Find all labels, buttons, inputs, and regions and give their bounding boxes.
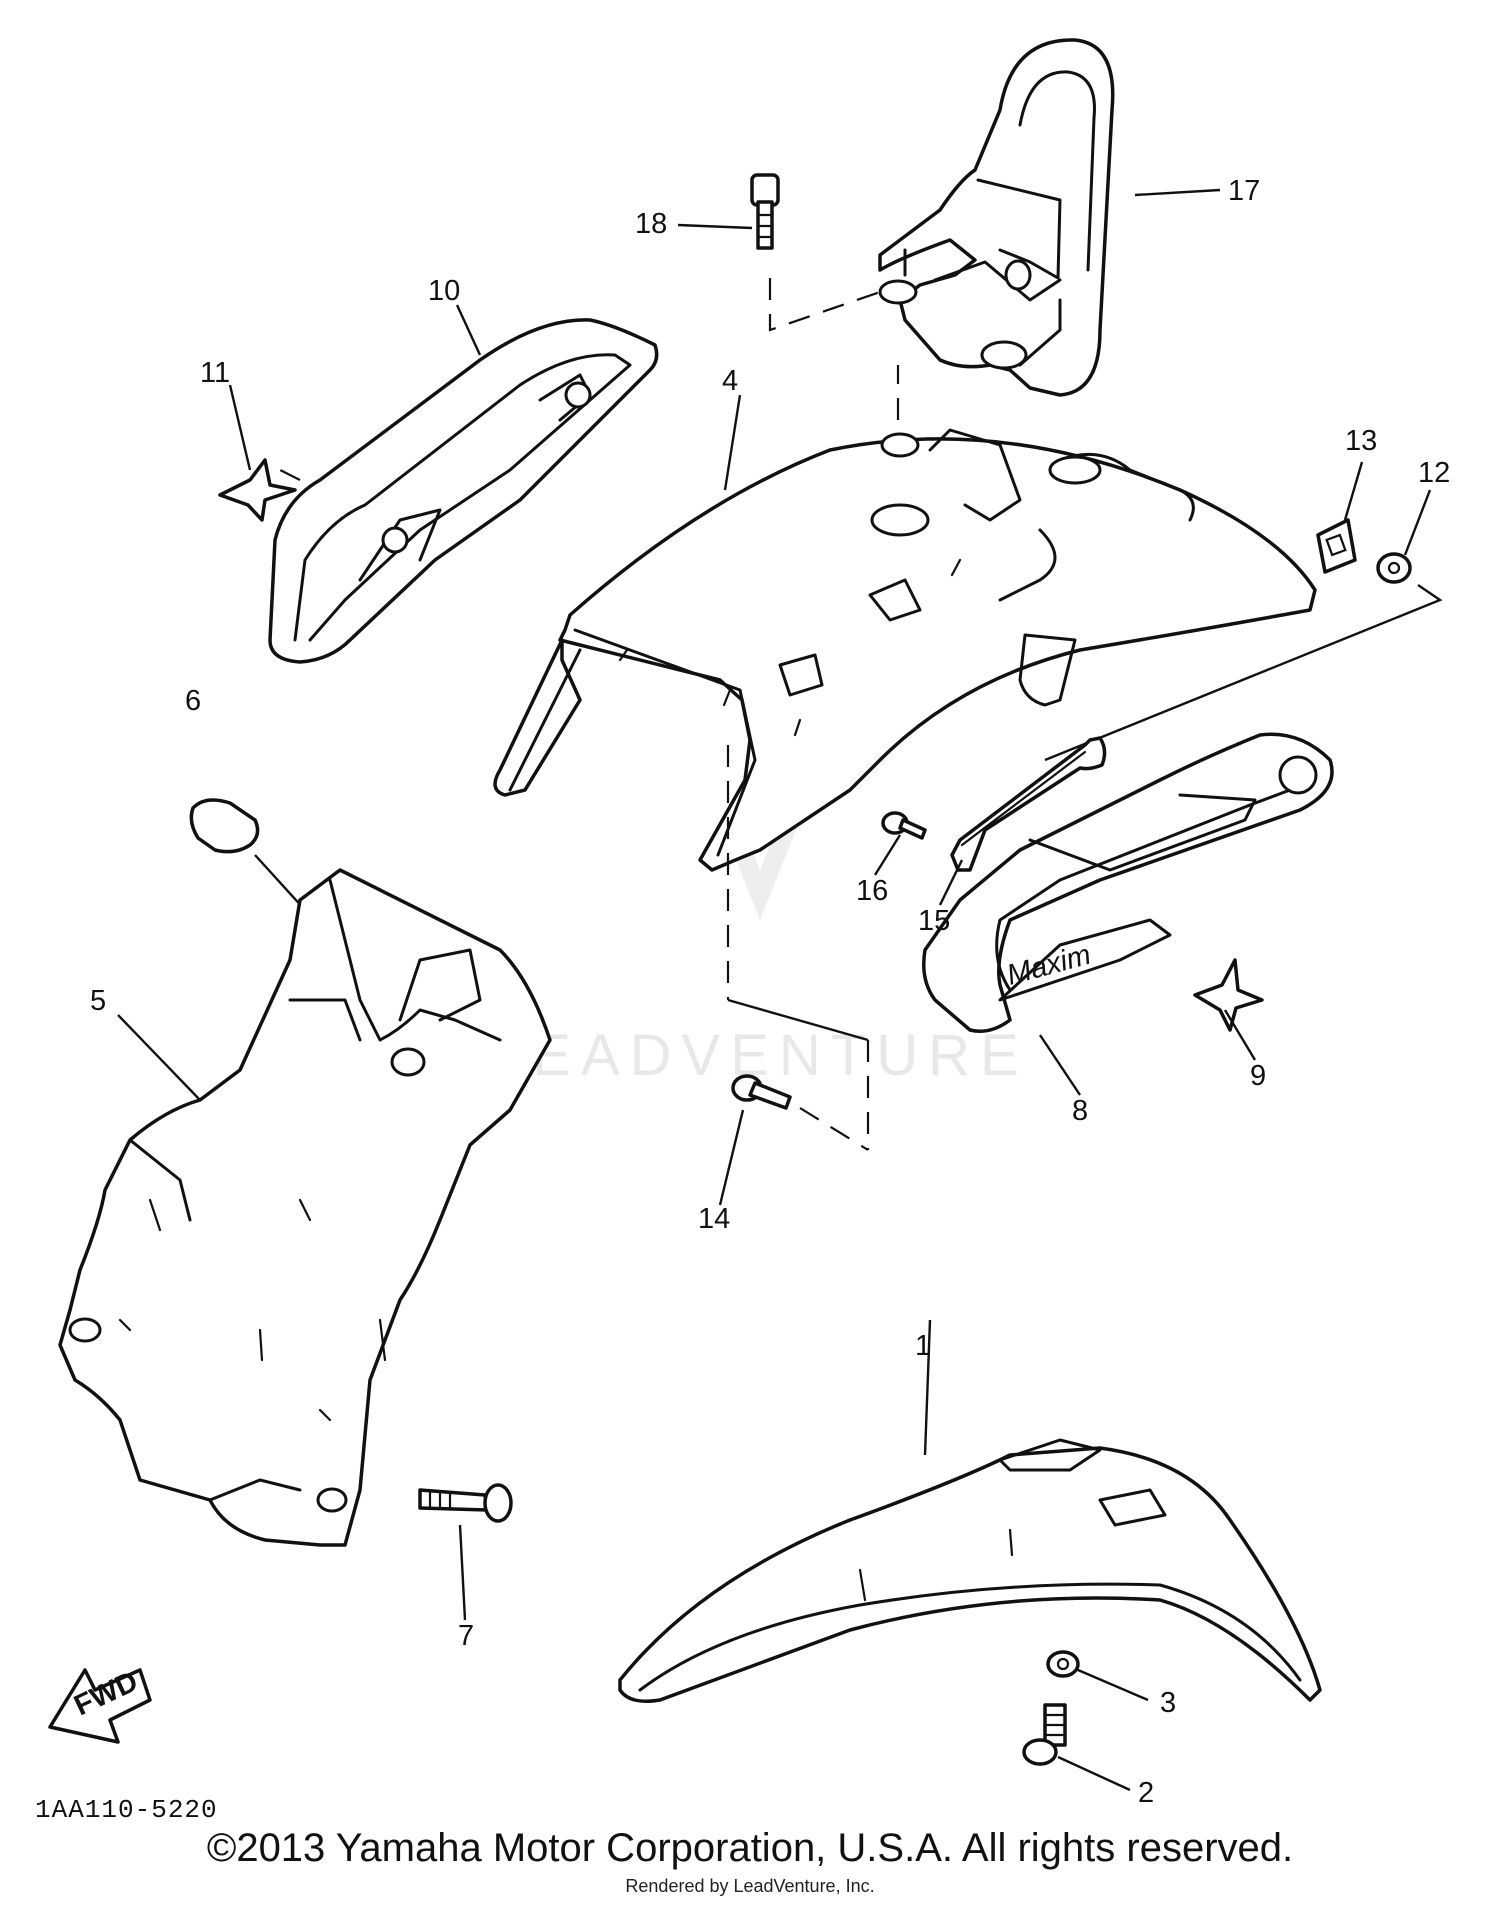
callout-8: 8 bbox=[1072, 1095, 1088, 1127]
part-17-grab-bar bbox=[878, 38, 1115, 397]
callout-16: 16 bbox=[856, 875, 888, 907]
callout-6: 6 bbox=[185, 685, 201, 717]
part-9-clip bbox=[1193, 958, 1264, 1032]
part-13-grommet bbox=[1316, 518, 1357, 574]
part-18-bolt bbox=[750, 173, 881, 332]
part-10-side-cover bbox=[268, 318, 659, 664]
callout-12: 12 bbox=[1418, 457, 1450, 489]
diagram-code: 1AA110-5220 bbox=[35, 1795, 218, 1825]
part-7-bolt bbox=[418, 1483, 513, 1523]
callout-14: 14 bbox=[698, 1203, 730, 1235]
callout-3: 3 bbox=[1160, 1687, 1176, 1719]
part-4-rear-fender bbox=[493, 365, 1317, 872]
callout-18: 18 bbox=[635, 208, 667, 240]
callout-17: 17 bbox=[1228, 175, 1260, 207]
callout-5: 5 bbox=[90, 985, 106, 1017]
fwd-arrow-icon: FWD bbox=[48, 1665, 152, 1744]
callout-7: 7 bbox=[458, 1620, 474, 1652]
copyright-notice: ©2013 Yamaha Motor Corporation, U.S.A. A… bbox=[206, 1826, 1294, 1870]
part-2-bolt bbox=[1022, 1703, 1067, 1766]
part-12-nut bbox=[1044, 552, 1443, 762]
part-16-bolt bbox=[881, 811, 927, 840]
callout-11: 11 bbox=[200, 357, 230, 389]
part-3-washer bbox=[1046, 1650, 1080, 1678]
callout-13: 13 bbox=[1345, 425, 1377, 457]
callout-1: 1 bbox=[915, 1330, 931, 1362]
leader-lines bbox=[117, 188, 1432, 1792]
part-5-inner-fender bbox=[58, 868, 552, 1547]
part-8-side-cover: Maxim bbox=[922, 732, 1334, 1033]
part-15-bracket bbox=[950, 736, 1107, 872]
callout-10: 10 bbox=[428, 275, 460, 307]
callout-15: 15 bbox=[918, 905, 950, 937]
callout-4: 4 bbox=[722, 365, 738, 397]
part-11-clip bbox=[218, 458, 297, 522]
part-1-front-fender bbox=[618, 1438, 1322, 1703]
part-14-bolt bbox=[726, 745, 870, 1151]
watermark-text: LEADVENTURE bbox=[490, 1023, 1029, 1088]
callout-9: 9 bbox=[1250, 1060, 1266, 1092]
rendered-by-credit: Rendered by LeadVenture, Inc. bbox=[625, 1876, 875, 1896]
callout-2: 2 bbox=[1138, 1777, 1154, 1809]
callout-labels: 17 18 10 11 4 13 12 6 16 15 5 9 8 14 1 7… bbox=[90, 175, 1450, 1809]
